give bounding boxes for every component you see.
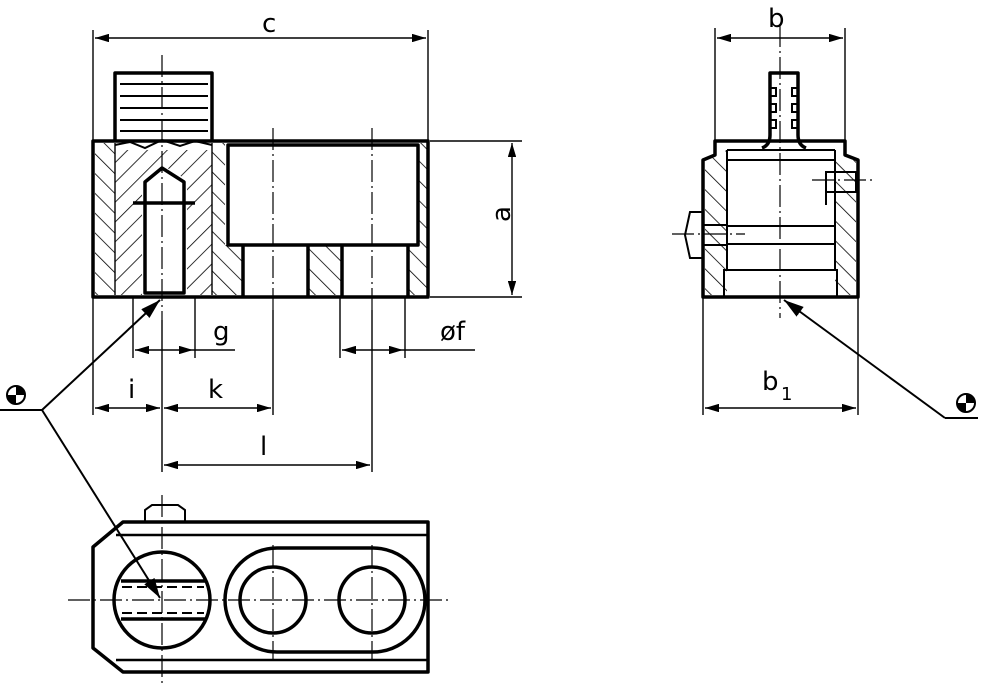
- datum-symbol-right-icon: [783, 299, 978, 419]
- dim-label-b1: b: [762, 367, 779, 397]
- front-dimensions: c a g øf i k l: [92, 9, 522, 472]
- front-section-view: [91, 55, 430, 320]
- dim-label-b: b: [768, 4, 785, 34]
- dim-label-a: a: [487, 206, 517, 222]
- datum-symbol-left-icon: [0, 299, 161, 599]
- side-section-view: b b 1: [672, 4, 872, 415]
- dim-label-b1-subscript: 1: [781, 384, 792, 405]
- dim-label-f: øf: [440, 317, 466, 347]
- dim-label-k: k: [208, 375, 223, 405]
- top-view: [68, 495, 450, 684]
- dim-label-c: c: [262, 9, 276, 39]
- dim-label-l: l: [260, 432, 267, 462]
- dim-label-i: i: [128, 375, 135, 405]
- dim-label-g: g: [213, 317, 230, 347]
